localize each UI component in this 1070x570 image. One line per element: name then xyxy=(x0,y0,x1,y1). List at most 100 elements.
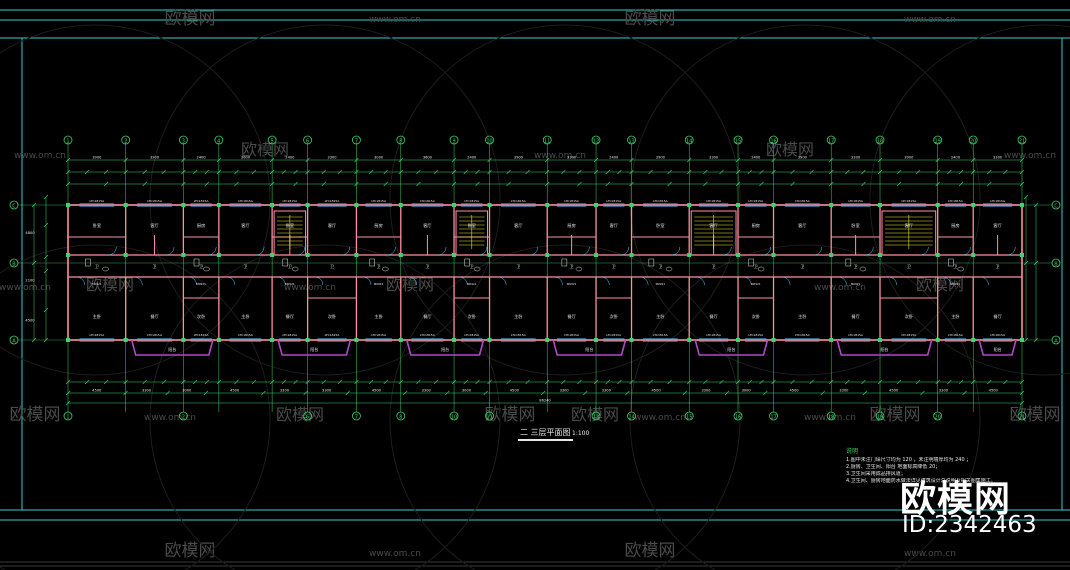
window-code-north: LTC1815A xyxy=(748,199,764,203)
door-swing xyxy=(671,246,681,256)
room-label-south: 次卧 xyxy=(610,313,618,320)
column-mark xyxy=(270,253,275,257)
dim-bottom-openings-tick xyxy=(703,379,708,385)
dim-top-openings-tick xyxy=(269,169,275,175)
dim-top-openings-tick xyxy=(204,169,210,175)
dim-top-openings-tick xyxy=(667,169,672,175)
column-mark xyxy=(398,253,403,257)
toilet-fixture xyxy=(282,258,289,267)
column-mark xyxy=(487,203,492,207)
dim-top-openings-tick xyxy=(947,169,952,175)
watermark-brand: 欧模网 xyxy=(10,405,61,425)
axis-label-top: 9 xyxy=(452,139,455,145)
dim-left-label: 2100 xyxy=(25,279,35,283)
axis-label-bottom: 7 xyxy=(355,415,358,421)
room-label-north: 客厅 xyxy=(423,222,431,229)
dim-top-openings-tick xyxy=(103,169,109,175)
dim-top-axes-tick xyxy=(735,157,741,163)
door-code: M0921 xyxy=(92,282,102,286)
dim-bottom-axes-label: 4500 xyxy=(652,389,662,393)
dim-bottom-openings-tick xyxy=(545,379,550,385)
column-mark xyxy=(398,203,403,207)
room-label-north: 客厅 xyxy=(993,222,1001,229)
dim-top-axes-label: 3900 xyxy=(798,156,808,160)
dim-right-tick xyxy=(1023,260,1029,266)
axis-bubble-bottom xyxy=(627,411,636,421)
column-mark xyxy=(629,203,634,207)
dim-bottom-openings-tick xyxy=(84,379,90,385)
dim-bottom-openings-tick xyxy=(648,379,653,385)
dim-top-walls-tick xyxy=(861,181,866,187)
watermark-brand: 欧模网 xyxy=(276,405,324,424)
dim-left-tick xyxy=(43,222,49,228)
column-mark xyxy=(687,338,692,342)
dim-top-openings-tick xyxy=(735,169,741,175)
door-swing xyxy=(76,276,85,286)
dim-bottom-openings-tick xyxy=(577,379,582,385)
axis-label-bottom: 10 xyxy=(451,415,457,421)
axis-label-top: 6 xyxy=(306,139,309,145)
dim-bottom-axes-label: 4500 xyxy=(510,389,520,393)
dim-bottom-openings-tick xyxy=(861,379,866,385)
room-label-south: 次卧 xyxy=(197,313,205,320)
dim-bottom-axes-label: 3300 xyxy=(422,389,432,393)
axis-bubble-top xyxy=(267,135,277,145)
dim-top-walls-tick xyxy=(293,181,298,187)
axis-bubble-top xyxy=(968,135,978,145)
window-code-north: LTC1815A xyxy=(238,199,254,203)
column-mark xyxy=(66,203,70,207)
dim-bottom-openings-tick xyxy=(935,379,940,385)
dim-top-openings-tick xyxy=(123,169,128,175)
door-swing xyxy=(888,276,897,286)
dim-top-openings-tick xyxy=(593,169,599,175)
dim-top-axes-tick xyxy=(354,157,359,163)
dim-top-openings-tick xyxy=(475,169,480,175)
dim-top-openings-tick xyxy=(561,169,566,175)
watermark-url: www.om.cn xyxy=(904,15,956,25)
door-swing xyxy=(277,276,286,286)
door-swing xyxy=(188,276,197,286)
window-code-south: LTC1815A xyxy=(194,333,210,337)
toilet-fixture xyxy=(648,258,655,267)
dim-top-axes-tick xyxy=(305,157,310,163)
dim-top-axes-tick xyxy=(451,157,457,163)
plan-scale: 1:100 xyxy=(572,430,590,437)
column-mark xyxy=(771,253,776,257)
dim-left-tick xyxy=(43,194,49,200)
watermark-brand: 欧模网 xyxy=(870,405,921,425)
axis-bubble-right xyxy=(1051,200,1061,210)
dim-top-openings-tick xyxy=(605,169,610,175)
dim-top-openings-tick xyxy=(771,169,776,175)
dim-top-axes-label: 2400 xyxy=(751,156,761,160)
window-code-south: LTC1815A xyxy=(420,333,436,337)
dim-top-openings-tick xyxy=(648,169,653,175)
window-code-north: LTC1815A xyxy=(901,199,917,203)
balcony-rail xyxy=(836,339,933,356)
dim-top-openings-tick xyxy=(545,169,550,175)
dim-left-label: 4500 xyxy=(25,319,35,323)
watermark-url: www.om.cn xyxy=(0,283,51,293)
dim-bottom-openings-tick xyxy=(269,379,275,385)
column-mark xyxy=(545,253,550,257)
door-swing xyxy=(226,276,236,286)
dim-bottom-openings-tick xyxy=(686,379,692,385)
watermark-brand: 欧模网 xyxy=(241,140,289,159)
dim-bottom-openings-tick xyxy=(142,379,147,385)
column-mark xyxy=(354,203,359,207)
dim-bottom-axes-tick xyxy=(724,390,730,396)
dim-bottom-openings-tick xyxy=(790,379,795,385)
dim-top-openings-tick xyxy=(216,169,222,175)
dim-bottom-openings-tick xyxy=(234,379,239,385)
dim-bottom-axes-tick xyxy=(1019,390,1025,396)
room-label-south: 餐厅 xyxy=(286,313,294,320)
window-code-south: LTC1815A xyxy=(371,333,387,337)
toilet-fixture xyxy=(845,258,852,267)
dim-bottom-openings-tick xyxy=(293,379,298,385)
door-swing xyxy=(865,246,874,256)
dim-bottom-openings-tick xyxy=(216,379,222,385)
column-mark xyxy=(1020,338,1024,342)
toilet-fixture xyxy=(748,258,754,267)
dim-bottom-openings-tick xyxy=(192,379,198,385)
axis-bubble-bottom xyxy=(485,411,494,421)
